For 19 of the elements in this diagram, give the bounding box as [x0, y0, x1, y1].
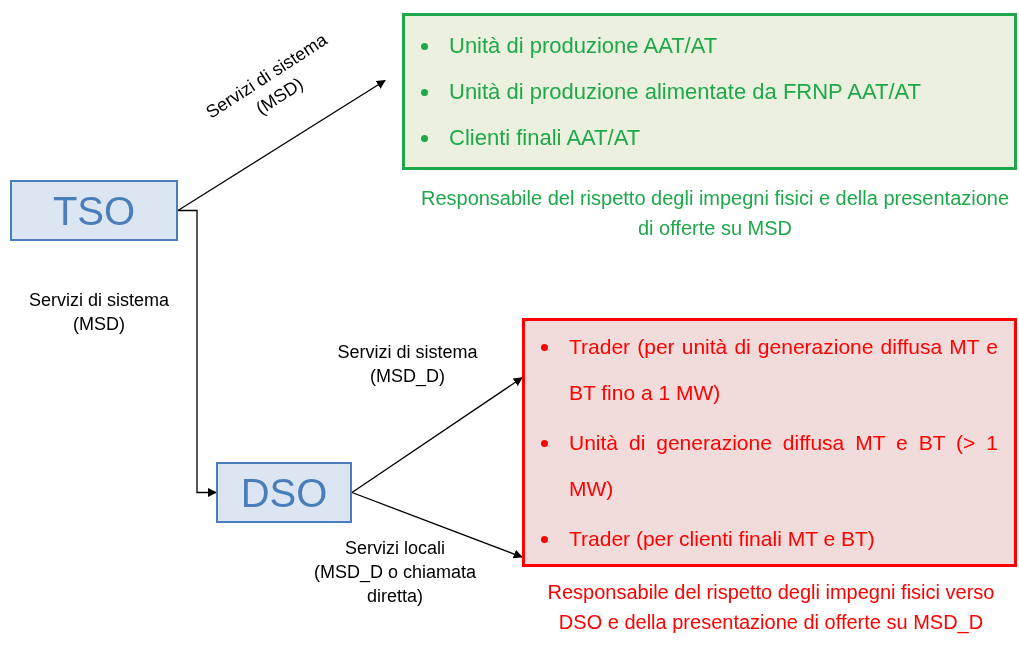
list-item: Clienti finali AAT/AT — [449, 123, 641, 152]
actor-box: TSO — [10, 180, 178, 241]
participant-list-box — [402, 13, 1017, 170]
list-item: Unità di produzione AAT/AT — [449, 31, 718, 60]
actor-box: DSO — [216, 462, 352, 523]
list-item: Trader (per unità di generazione diffusa MT e BT fino a 1 MW) — [569, 333, 998, 406]
edge-label: Servizi di sistema (MSD) — [27, 289, 170, 336]
arrow — [351, 377, 523, 494]
list-item: Unità di produzione alimentate da FRNP AAT/AT — [449, 77, 921, 106]
arrow — [177, 209, 217, 498]
edge-label: Servizi di sistema (MSD_D) — [336, 341, 479, 388]
responsibility-note: Responsabile del rispetto degli impegni fisici verso DSO e della presentazione di offerte su MSD_D — [546, 580, 996, 636]
responsibility-note: Responsabile del rispetto degli impegni fisici e della presentazione di offerte su MSD — [420, 186, 1010, 241]
edge-label: Servizi locali (MSD_D o chiamata diretta) — [312, 537, 478, 608]
arrow — [177, 79, 386, 212]
arrow — [351, 491, 523, 559]
list-item: Trader (per clienti finali MT e BT) — [569, 525, 875, 552]
list-item: Unità di generazione diffusa MT e BT (> 1 MW) — [569, 429, 998, 502]
participant-list-box — [522, 318, 1017, 567]
